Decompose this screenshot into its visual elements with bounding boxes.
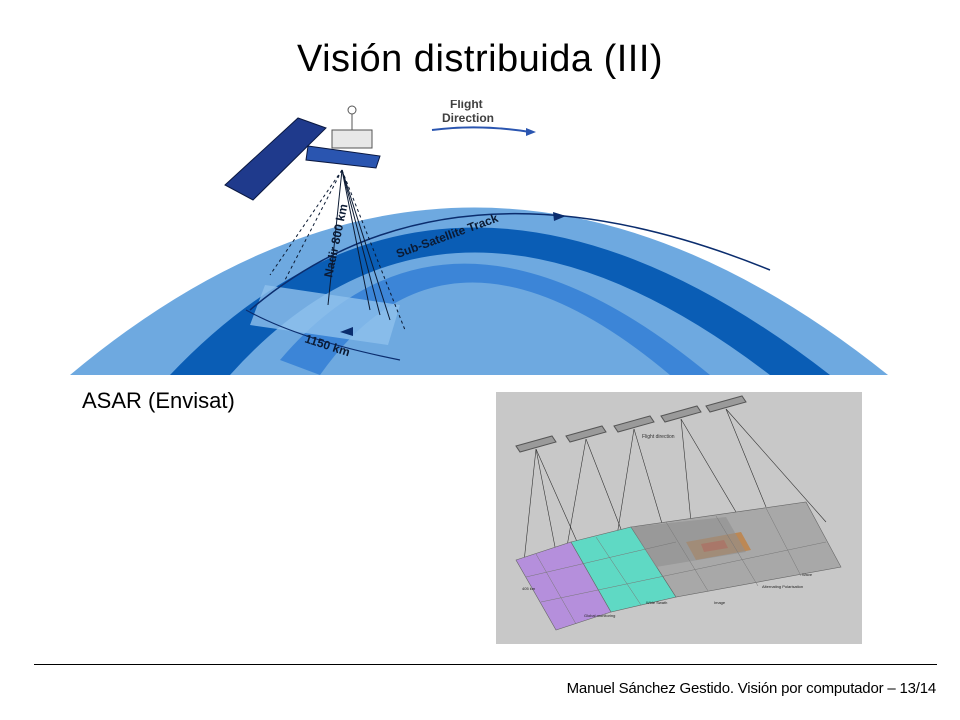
label-image: Image xyxy=(714,600,726,605)
label-alternating: Alternating Polarisation xyxy=(762,584,803,589)
label-405: 405 km xyxy=(522,586,536,591)
satellite-icon xyxy=(224,105,381,201)
flight-direction-arrow xyxy=(431,126,531,133)
satellite-icons xyxy=(515,395,747,453)
footer-divider xyxy=(34,664,937,665)
swath-band xyxy=(170,227,830,375)
asar-modes-figure: Flight direction xyxy=(496,392,862,644)
asar-modes-diagram: Flight direction xyxy=(515,395,842,631)
label-wave: Wave xyxy=(802,572,813,577)
flight-direction-label-2: Direction xyxy=(442,111,494,125)
flight-direction-text: Flight direction xyxy=(642,434,675,440)
footer-text: Manuel Sánchez Gestido. Visión por compu… xyxy=(566,680,937,697)
label-global: Global monitoring xyxy=(584,613,615,618)
earth-limb xyxy=(70,207,888,375)
flight-direction-label-1: Flight xyxy=(450,100,483,111)
slide-title: Visión distribuida (III) xyxy=(296,38,664,80)
figure-caption: ASAR (Envisat) xyxy=(82,388,235,413)
imaged-strip xyxy=(250,285,400,345)
sub-satellite-track xyxy=(249,212,771,311)
satellite-swath-diagram: Flight Direction Sub-Satellite Track Nad… xyxy=(70,100,888,375)
label-wide: Wide Swath xyxy=(646,600,667,605)
